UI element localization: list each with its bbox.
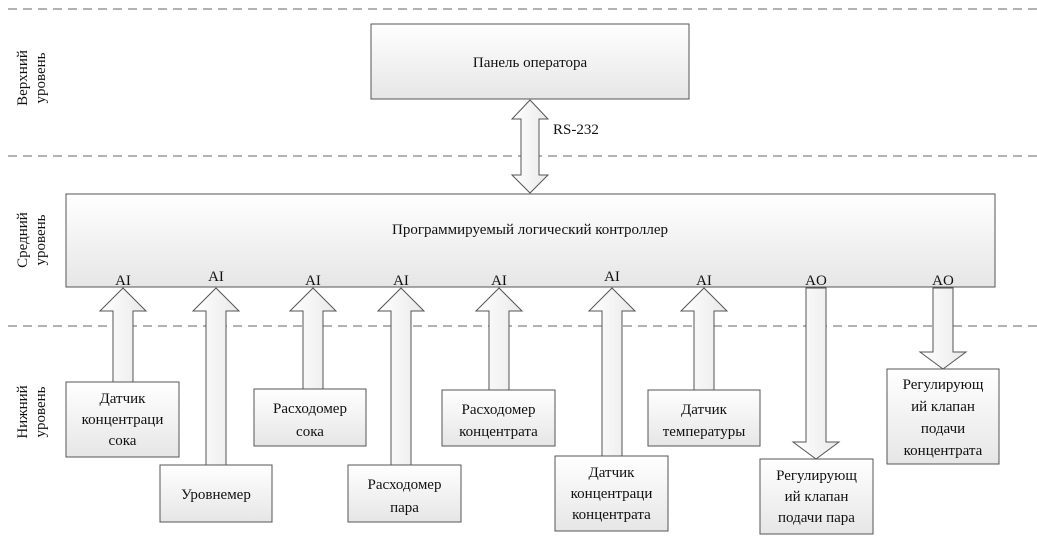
device-concentrate-control-valve: Регулирующ ий клапан подачи концентрата bbox=[886, 368, 1000, 465]
device-steam-control-valve-line3: подачи пара bbox=[778, 510, 855, 526]
device-juice-flowmeter-line2: сока bbox=[296, 424, 324, 440]
device-concentrate-control-valve-line4: концентрата bbox=[904, 443, 983, 459]
level-label-top-line1: Верхний bbox=[15, 50, 31, 106]
device-steam-control-valve-line1: Регулирующ bbox=[776, 468, 857, 484]
device-juice-concentration-sensor-line2: концентраци bbox=[82, 412, 164, 428]
io-label-ai-2: AI bbox=[208, 269, 224, 285]
device-concentrate-flowmeter-line2: концентрата bbox=[459, 424, 538, 440]
signal-arrow-concentrate-control-valve bbox=[918, 287, 968, 370]
device-steam-flowmeter-line1: Расходомер bbox=[368, 477, 442, 493]
device-concentrate-concentration-sensor-line1: Датчик bbox=[589, 465, 636, 481]
device-steam-control-valve-line2: ий клапан bbox=[785, 489, 849, 505]
io-label-ai-7: AI bbox=[696, 273, 712, 289]
io-label-ai-1: AI bbox=[115, 273, 131, 289]
rs232-link-label: RS-232 bbox=[553, 122, 599, 138]
device-temperature-sensor-line2: температуры bbox=[663, 424, 746, 440]
io-label-ai-5: AI bbox=[491, 273, 507, 289]
device-juice-concentration-sensor-line1: Датчик bbox=[100, 391, 147, 407]
device-temperature-sensor: Датчик температуры bbox=[647, 389, 761, 447]
device-level-meter: Уровнемер bbox=[159, 464, 273, 523]
level-label-bottom-line1: Нижний bbox=[15, 385, 31, 438]
device-juice-flowmeter: Расходомер сока bbox=[253, 388, 367, 447]
io-label-ai-6: AI bbox=[604, 269, 620, 285]
io-label-ai-3: AI bbox=[305, 273, 321, 289]
level-label-middle-line2: уровень bbox=[33, 214, 49, 265]
device-steam-flowmeter-line2: пара bbox=[390, 500, 419, 516]
level-label-top: Верхний уровень bbox=[15, 50, 49, 106]
signal-arrow-steam-flowmeter bbox=[376, 287, 426, 466]
device-steam-control-valve: Регулирующ ий клапан подачи пара bbox=[759, 458, 874, 535]
level-label-bottom-line2: уровень bbox=[33, 386, 49, 437]
device-concentrate-flowmeter: Расходомер концентрата bbox=[441, 389, 556, 447]
device-juice-concentration-sensor-line3: сока bbox=[109, 433, 137, 449]
signal-arrow-juice-flowmeter bbox=[288, 287, 338, 390]
plc-box bbox=[65, 193, 996, 288]
level-label-middle-line1: Средний bbox=[15, 212, 31, 268]
device-concentrate-flowmeter-line1: Расходомер bbox=[462, 402, 536, 418]
level-label-middle: Средний уровень bbox=[15, 212, 49, 268]
device-level-meter-line1: Уровнемер bbox=[181, 487, 251, 503]
io-label-ao-1: AO bbox=[805, 273, 827, 289]
plc-label: Программируемый логический контроллер bbox=[392, 222, 668, 238]
level-label-bottom: Нижний уровень bbox=[15, 385, 49, 438]
device-concentrate-concentration-sensor: Датчик концентраци концентрата bbox=[554, 455, 669, 532]
device-concentrate-control-valve-line2: ий клапан bbox=[911, 399, 975, 415]
device-concentrate-control-valve-line3: подачи bbox=[921, 421, 965, 437]
operator-panel-box bbox=[370, 23, 690, 100]
level-label-top-line2: уровень bbox=[33, 52, 49, 103]
signal-arrow-level-meter bbox=[191, 287, 241, 466]
io-label-ao-2: AO bbox=[932, 273, 954, 289]
signal-arrow-steam-control-valve bbox=[791, 287, 841, 460]
device-juice-concentration-sensor: Датчик концентраци сока bbox=[65, 381, 180, 458]
device-juice-flowmeter-line1: Расходомер bbox=[273, 401, 347, 417]
device-concentrate-concentration-sensor-line2: концентраци bbox=[571, 486, 653, 502]
signal-arrow-concentrate-concentration-sensor bbox=[587, 287, 637, 457]
device-temperature-sensor-line1: Датчик bbox=[681, 402, 728, 418]
device-concentrate-concentration-sensor-line3: концентрата bbox=[572, 507, 651, 523]
signal-arrow-temperature-sensor bbox=[679, 287, 729, 391]
signal-arrow-concentrate-flowmeter bbox=[474, 287, 524, 391]
io-label-ai-4: AI bbox=[393, 273, 409, 289]
operator-panel-label: Панель оператора bbox=[473, 55, 588, 71]
device-steam-flowmeter: Расходомер пара bbox=[347, 464, 462, 523]
signal-arrow-juice-concentration-sensor bbox=[98, 287, 148, 383]
device-concentrate-control-valve-line1: Регулирующ bbox=[903, 377, 984, 393]
rs232-link-arrow bbox=[510, 99, 550, 194]
